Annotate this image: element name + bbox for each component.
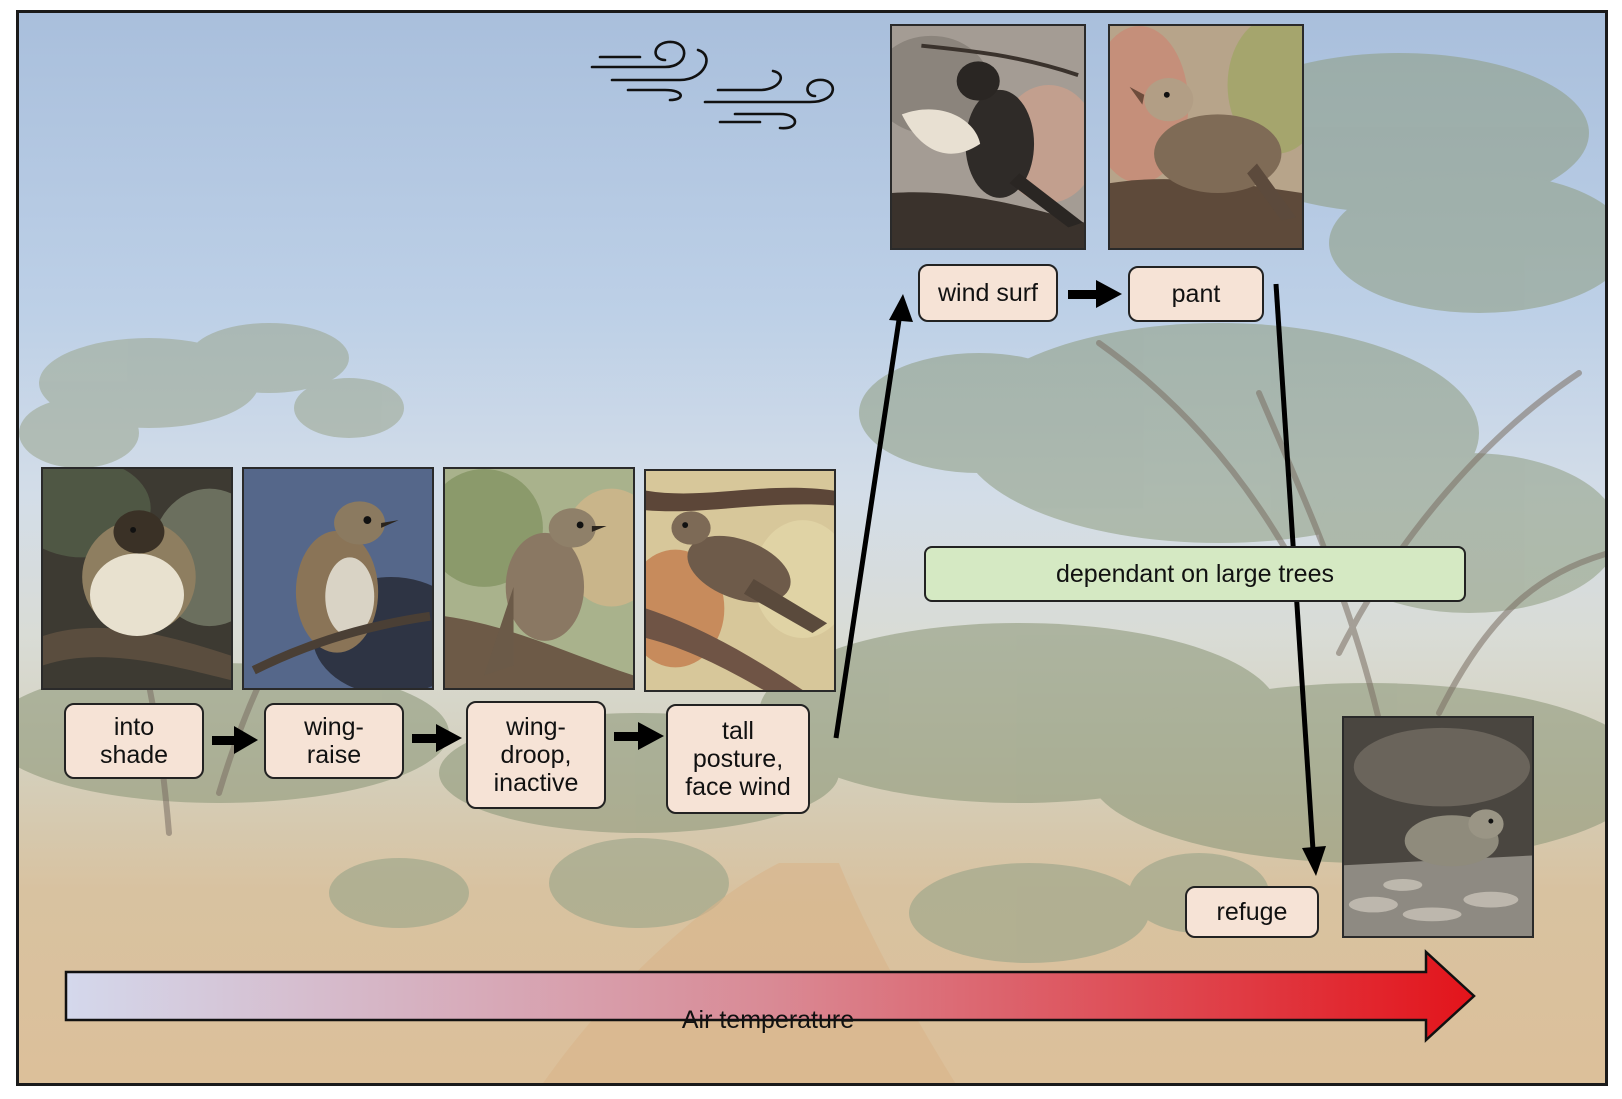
step-label-into-shade: into shade <box>64 703 204 779</box>
photo-bird-wind-surf <box>890 24 1086 250</box>
step-label-wing-droop: wing- droop, inactive <box>466 701 606 809</box>
step-label-pant: pant <box>1128 266 1264 322</box>
photo-bird-into-shade <box>41 467 233 690</box>
photo-bird-wing-droop <box>443 467 635 690</box>
air-temperature-label: Air temperature <box>681 1006 855 1034</box>
large-trees-dependency-bar: dependant on large trees <box>924 546 1466 602</box>
step-label-tall-posture: tall posture, face wind <box>666 704 810 814</box>
photo-bird-wing-raise <box>242 467 434 690</box>
photo-bird-pant <box>1108 24 1304 250</box>
step-label-refuge: refuge <box>1185 886 1319 938</box>
photo-bird-tall-posture <box>644 469 836 692</box>
photo-bird-refuge <box>1342 716 1534 938</box>
step-label-wind-surf: wind surf <box>918 264 1058 322</box>
step-label-wing-raise: wing- raise <box>264 703 404 779</box>
